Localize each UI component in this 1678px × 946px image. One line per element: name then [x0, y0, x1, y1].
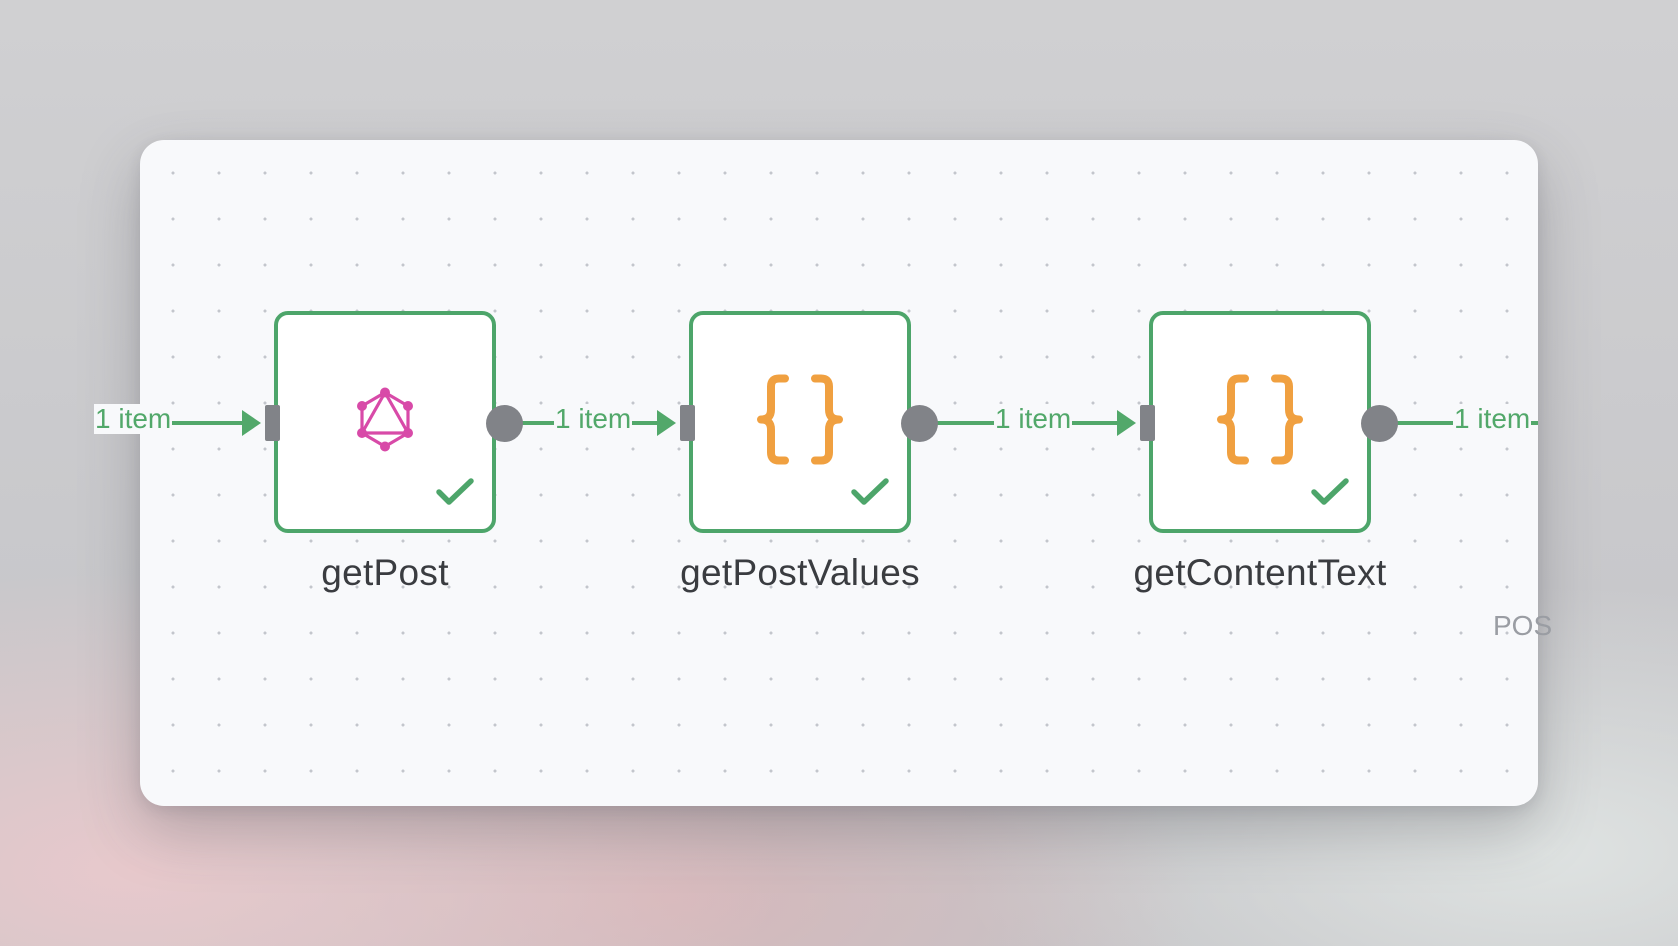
success-check-icon	[851, 478, 889, 511]
success-check-icon	[1311, 478, 1349, 511]
connection-label: 1 item	[94, 403, 173, 434]
connection-arrow	[657, 410, 676, 436]
node-name: getPost	[321, 552, 449, 593]
code-braces-icon	[755, 374, 845, 471]
node-getcontenttext[interactable]	[1149, 311, 1371, 533]
success-check-icon	[436, 478, 474, 511]
code-braces-icon	[1215, 374, 1305, 471]
output-handle[interactable]	[486, 405, 523, 442]
node-name: getContentText	[1133, 552, 1387, 593]
connection-label: 1 item	[994, 403, 1073, 434]
connection-arrow	[1117, 410, 1136, 436]
connection-label: 1 item	[554, 403, 633, 434]
connection-label: 1 item	[1453, 403, 1532, 434]
input-handle[interactable]	[680, 405, 695, 441]
node-getpost[interactable]	[274, 311, 496, 533]
node-getpostvalues[interactable]	[689, 311, 911, 533]
input-handle[interactable]	[1140, 405, 1155, 441]
partial-node-label: POS	[1493, 610, 1553, 641]
graphql-icon	[351, 386, 419, 459]
connection-arrow	[242, 410, 261, 436]
node-name: getPostValues	[680, 552, 920, 593]
input-handle[interactable]	[265, 405, 280, 441]
workflow-canvas[interactable]: 1 item 1 item 1 item 1 item	[94, 140, 1552, 806]
output-handle[interactable]	[1361, 405, 1398, 442]
output-handle[interactable]	[901, 405, 938, 442]
